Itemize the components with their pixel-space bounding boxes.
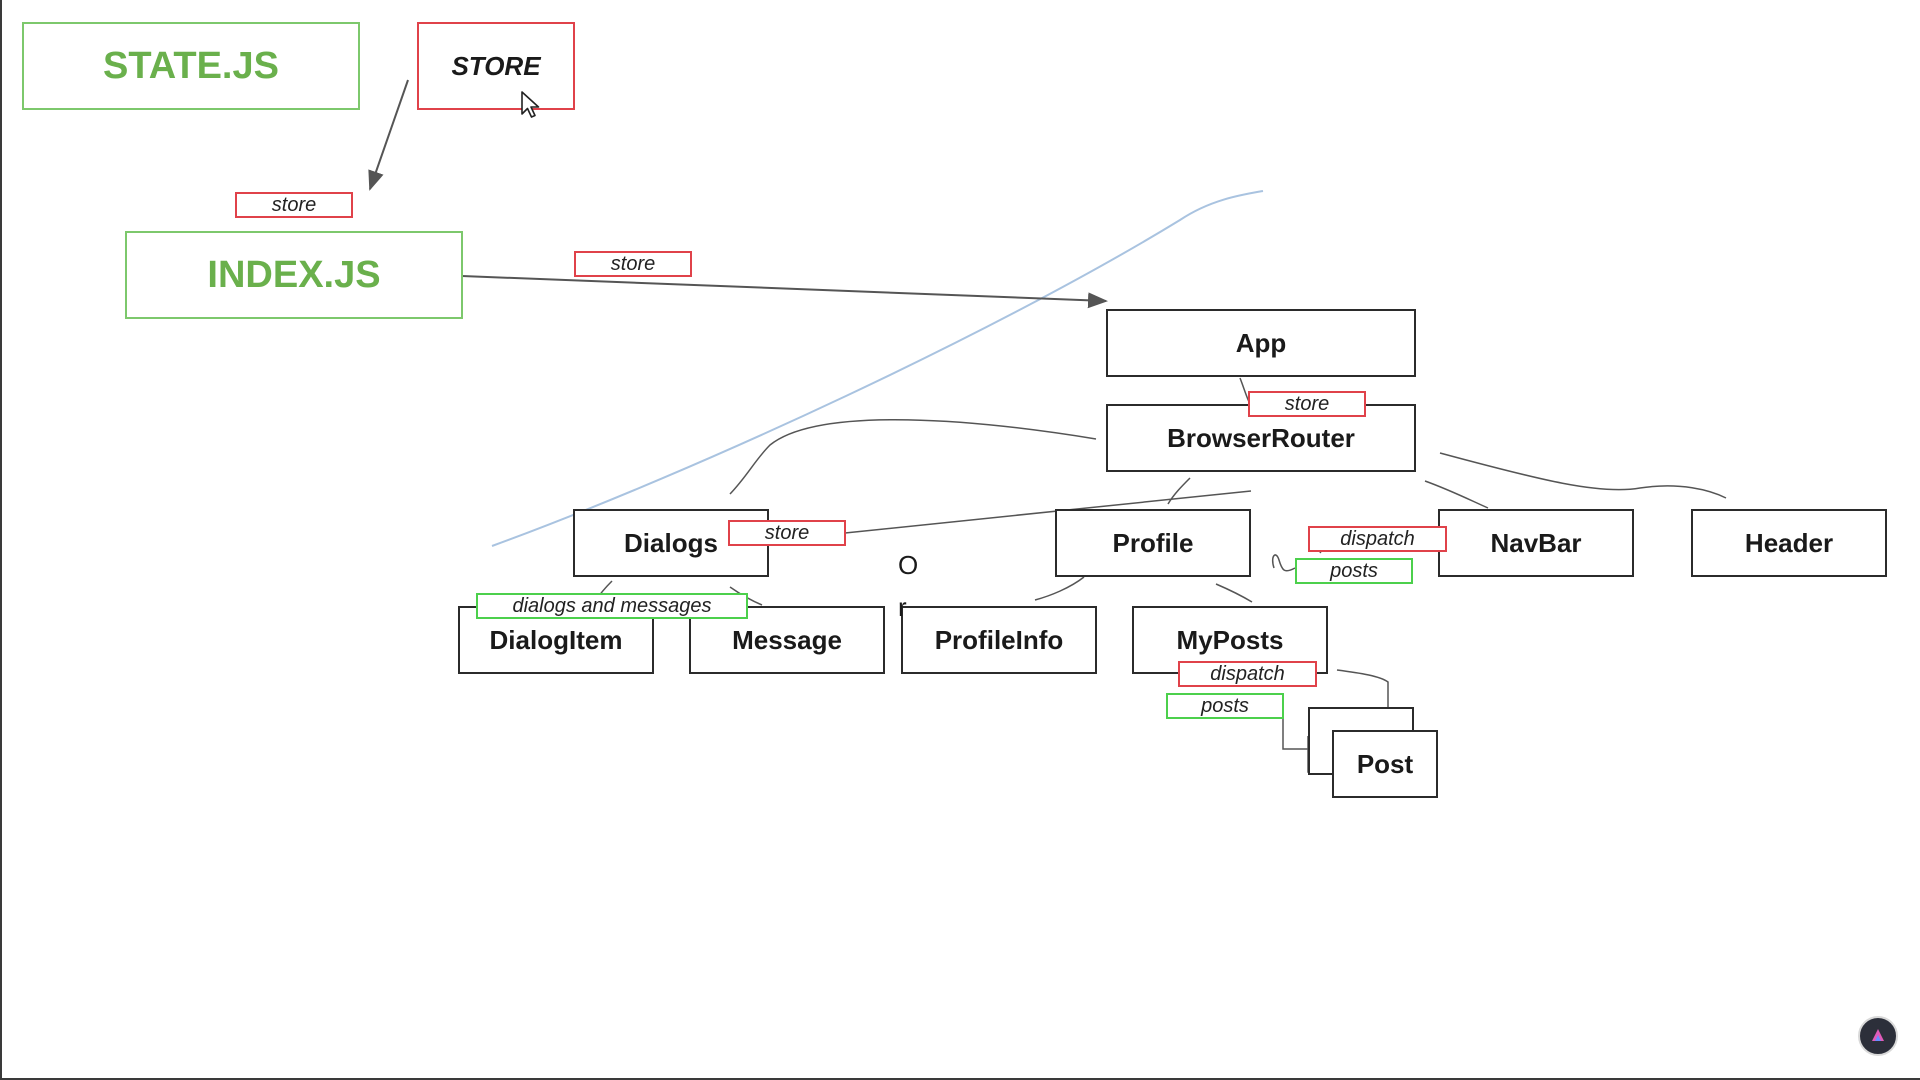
router-profile-link (1167, 477, 1191, 505)
profile-squiggle (1271, 554, 1296, 572)
stray-letter-r: r (898, 592, 907, 622)
header-component: Header (1691, 509, 1887, 577)
store-box: STORE (417, 22, 575, 110)
mouse-pointer-icon (521, 91, 540, 118)
index-to-app-arrow (461, 275, 1108, 309)
app-component: App (1106, 309, 1416, 377)
profile-myposts-link (1215, 583, 1253, 603)
profileinfo-component: ProfileInfo (901, 606, 1097, 674)
profile-profileinfo-link (1034, 576, 1085, 601)
router-navbar-link (1424, 480, 1489, 509)
dispatch-prop-tag-profile: dispatch (1308, 526, 1447, 552)
channel-logo-icon (1858, 1016, 1898, 1056)
store-prop-tag: store (235, 192, 353, 218)
post-component: Post (1332, 730, 1438, 798)
index-js-box: INDEX.JS (125, 231, 463, 319)
router-header-link (1439, 452, 1727, 499)
posts-prop-tag-myposts: posts (1166, 693, 1284, 719)
stray-letter-o: O (898, 550, 919, 580)
navbar-component: NavBar (1438, 509, 1634, 577)
blue-annotation-stroke (491, 190, 1264, 547)
store-to-index-arrow (368, 79, 409, 191)
dialogs-and-messages-prop-tag: dialogs and messages (476, 593, 748, 619)
posts-prop-tag-profile: posts (1295, 558, 1413, 584)
store-prop-tag-router: store (1248, 391, 1366, 417)
dispatch-prop-tag-myposts: dispatch (1178, 661, 1317, 687)
store-prop-tag-dialogs: store (728, 520, 846, 546)
store-pass-line (844, 490, 1252, 534)
state-js-box: STATE.JS (22, 22, 360, 110)
router-dialogs-curve (729, 419, 1097, 495)
store-prop-tag-app: store (574, 251, 692, 277)
profile-component: Profile (1055, 509, 1251, 577)
myposts-post-connector (1336, 669, 1389, 738)
